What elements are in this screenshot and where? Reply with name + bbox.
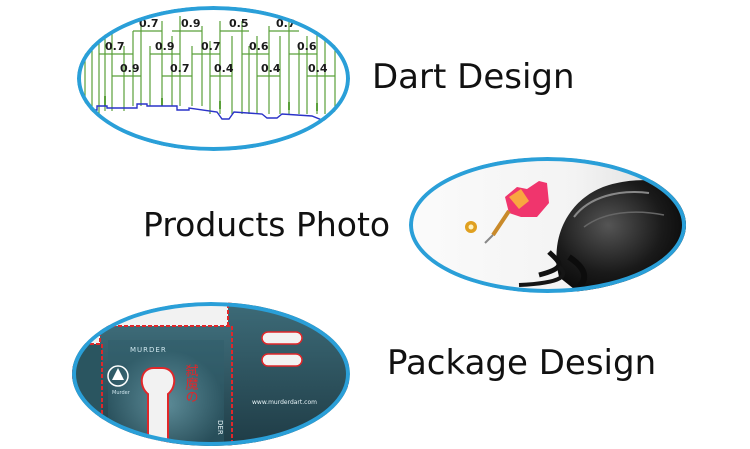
orange-flight-highlight	[509, 189, 529, 209]
package-design-oval: MURDER Murder www.murderdart.com 弑魔の DER	[72, 302, 350, 446]
dim-label: 0.9	[120, 62, 140, 75]
hang-tab-hole	[261, 331, 303, 345]
logo-caption: Murder	[112, 390, 131, 396]
dim-label: 0.5	[229, 17, 249, 30]
dart-design-oval: 0.7 0.9 0.5 0.7 0.7 0.9 0.7 0.6 0.6 0.9 …	[77, 6, 350, 151]
brand-name: MURDER	[130, 346, 167, 354]
dart-profile-outline	[77, 103, 350, 123]
products-photo-label: Products Photo	[143, 205, 391, 244]
dim-label: 0.7	[201, 40, 221, 53]
dimension-bars	[99, 30, 335, 77]
oval-border	[72, 302, 350, 446]
dart-shaft	[491, 209, 511, 237]
oval-border	[409, 157, 686, 293]
package-design-label: Package Design	[387, 343, 657, 383]
dim-label: 0.7	[170, 62, 190, 75]
dim-label: 0.7	[139, 17, 159, 30]
website-text: www.murderdart.com	[252, 399, 317, 406]
dim-label: 0.4	[308, 62, 328, 75]
dim-label: 0.6	[249, 40, 269, 53]
dim-label: 0.6	[297, 40, 317, 53]
brand-logo	[107, 365, 129, 387]
dim-label: 0.4	[261, 62, 281, 75]
dim-label: 0.7	[105, 40, 125, 53]
dimension-ticks	[104, 96, 318, 111]
dart-design-label: Dart Design	[372, 57, 575, 97]
dimension-labels: 0.7 0.9 0.5 0.7 0.7 0.9 0.7 0.6 0.6 0.9 …	[105, 17, 328, 75]
oval-border	[77, 6, 350, 151]
package-dieline-image: MURDER Murder www.murderdart.com 弑魔の DER	[72, 302, 350, 446]
side-text: DER	[216, 420, 224, 435]
kanji-title: 弑魔の	[183, 364, 199, 403]
dart-technical-drawing: 0.7 0.9 0.5 0.7 0.7 0.9 0.7 0.6 0.6 0.9 …	[77, 6, 350, 131]
products-photo-oval	[409, 157, 686, 293]
dim-label: 0.9	[155, 40, 175, 53]
dart-tip	[484, 234, 494, 244]
dim-label: 0.4	[214, 62, 234, 75]
dim-label: 0.9	[181, 17, 201, 30]
